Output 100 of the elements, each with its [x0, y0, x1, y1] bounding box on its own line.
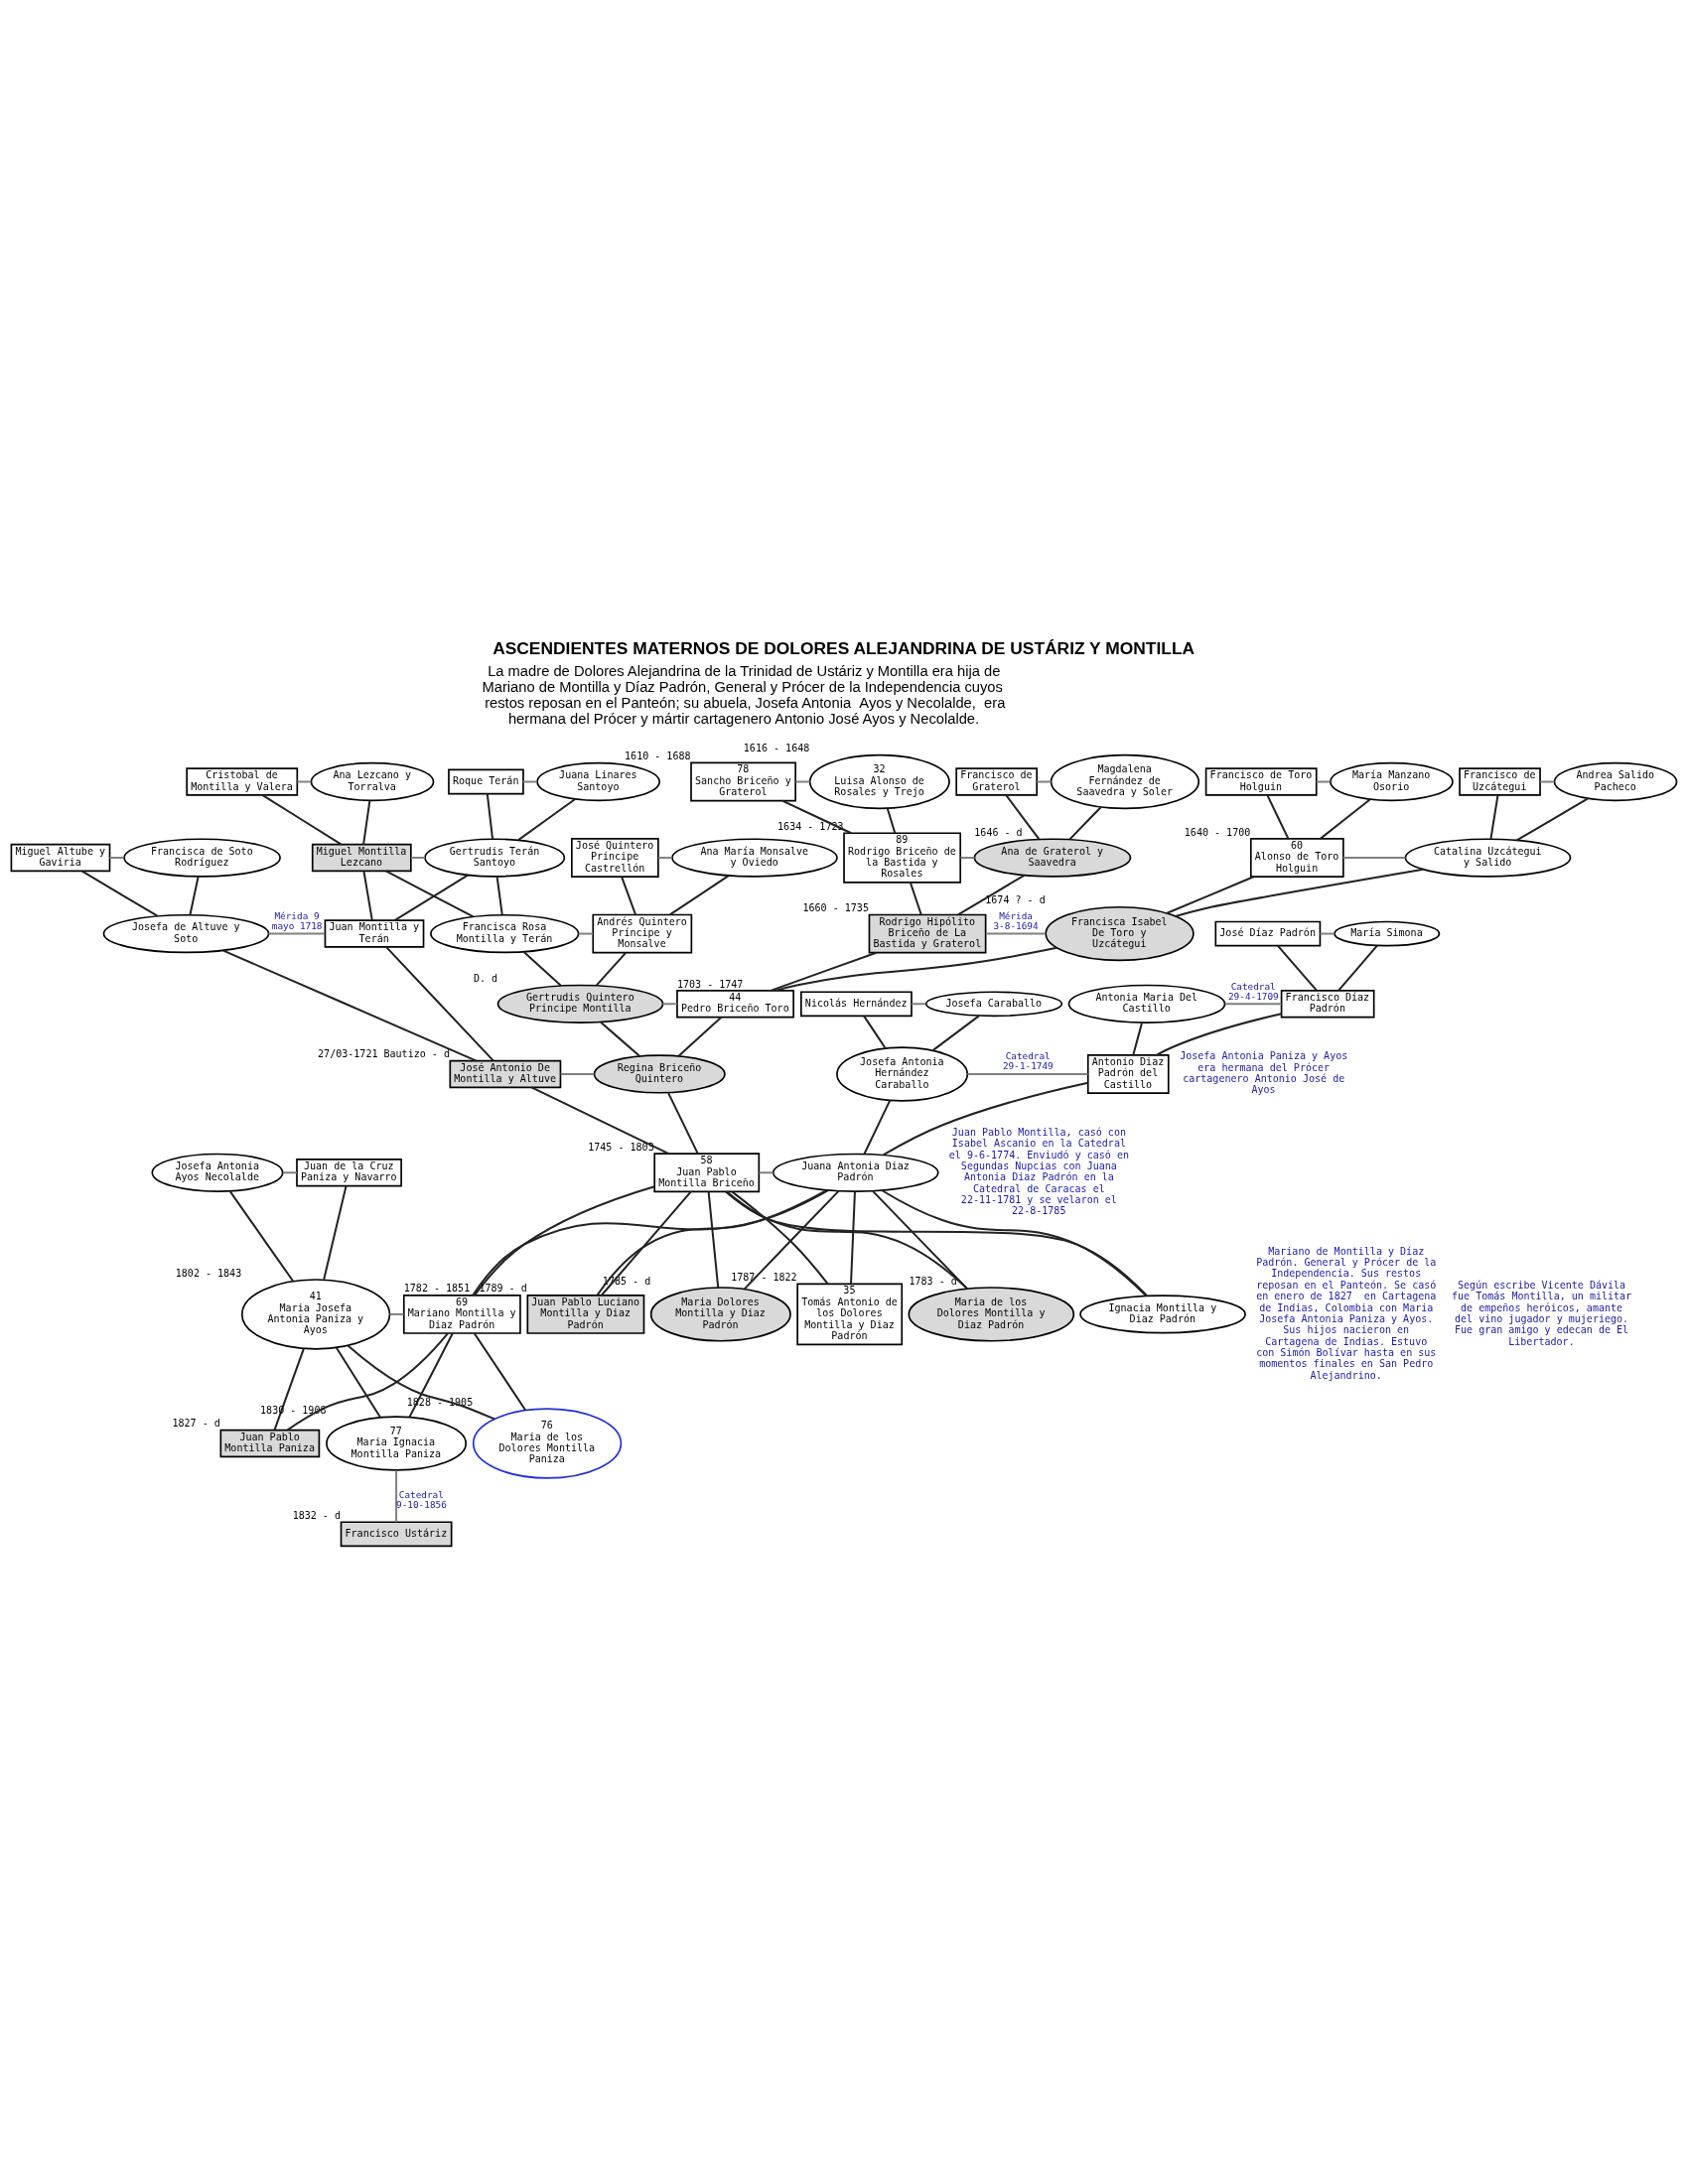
node-ellipse: Magdalena Fernández de Saavedra y Soler	[1050, 753, 1200, 810]
connector	[957, 874, 1025, 916]
connector	[601, 1190, 692, 1297]
connector	[1132, 1023, 1143, 1056]
connector	[595, 952, 627, 987]
connector	[393, 874, 469, 922]
node-box: Francisco de Graterol	[955, 767, 1039, 796]
connector	[600, 1022, 640, 1057]
node-label: 1789 - d	[479, 1283, 527, 1295]
connector	[744, 1190, 840, 1291]
connector	[1540, 780, 1555, 783]
connector	[1342, 857, 1406, 860]
connector	[410, 857, 426, 860]
connector	[560, 1072, 595, 1075]
connector	[886, 808, 897, 834]
node-label: 1616 - 1648	[743, 743, 810, 754]
connector	[770, 951, 877, 992]
connector	[523, 780, 537, 783]
connector	[850, 1191, 856, 1285]
node-box: 69 Mariano Montilla y Diaz Padrón	[402, 1294, 521, 1334]
node-box: 58 Juan Pablo Montilla Briceño	[653, 1153, 761, 1193]
node-box: Juan Pablo Luciano Montilla y Diaz Padrón	[526, 1294, 645, 1334]
connector	[474, 1185, 655, 1297]
connector	[1167, 876, 1254, 914]
node-label: 1640 - 1700	[1184, 826, 1251, 838]
label: Según escribe Vicente Dávila fue Tomás Montilla, un militar de empeños heróicos, amante del vino jugador y mujeriego. Fue gran amigo y edecan de El Libertador.	[1452, 1279, 1632, 1347]
node-ellipse: Juana Linares Santoyo	[536, 761, 660, 802]
node-label: 1782 - 1851	[403, 1283, 471, 1295]
connector	[621, 876, 636, 915]
node-ellipse: 76 Maria de los Dolores Montilla Paniza	[472, 1408, 623, 1479]
connector	[872, 1190, 968, 1290]
connector	[362, 800, 371, 845]
connector	[80, 870, 159, 917]
connector	[1224, 1003, 1282, 1006]
label: Josefa Antonia Paniza y Ayos era hermana del Prócer cartagenero Antonio José de Ayos	[1180, 1050, 1348, 1096]
node-label: 1802 - 1843	[175, 1267, 242, 1279]
node-label: 1745 - 1803	[588, 1141, 654, 1153]
node-box: Juan de la Cruz Paniza y Navarro	[296, 1159, 402, 1187]
node-ellipse: María Simona	[1334, 920, 1441, 947]
node-box: 60 Alonso de Toro Holguin	[1249, 838, 1344, 878]
connector	[578, 932, 594, 935]
node-box: Andrés Quintero Príncipe y Monsalve	[592, 913, 693, 954]
node-ellipse: Ana Lezcano y Torralva	[310, 761, 435, 802]
connector	[662, 1003, 677, 1006]
node-label: D. d	[473, 972, 498, 984]
node-label: 1703 - 1747	[676, 978, 744, 990]
node-ellipse: Ana de Graterol y Saavedra	[973, 838, 1132, 878]
connector	[228, 1190, 294, 1283]
connector	[731, 1190, 829, 1285]
connector	[385, 870, 475, 918]
connector	[759, 1171, 774, 1174]
node-label: 27/03-1721 Bautizo - d	[318, 1048, 450, 1060]
connector	[1156, 1013, 1282, 1056]
connector	[863, 1015, 887, 1049]
connector	[109, 857, 124, 860]
connector	[472, 1189, 829, 1297]
connector	[658, 857, 673, 860]
connector	[486, 793, 494, 840]
connector	[1005, 794, 1041, 840]
node-box: Cristobal de Montilla y Valera	[186, 767, 299, 796]
connector	[781, 799, 852, 835]
node-box: Francisco Ustáriz	[340, 1521, 453, 1548]
connector	[960, 857, 975, 860]
node-label: 1660 - 1735	[802, 902, 869, 914]
connector	[1068, 806, 1102, 841]
node-ellipse: Josefa Antonia Ayos Necolalde	[151, 1153, 284, 1192]
connector	[283, 1171, 297, 1174]
connector	[523, 951, 562, 987]
edge-label: Catedral 29-1-1749	[1002, 1050, 1054, 1072]
node-ellipse: Josefa Antonia Hernández Caraballo	[836, 1046, 969, 1102]
node-label: 1674 ? - d	[985, 894, 1046, 906]
connector	[385, 946, 494, 1062]
connector	[1316, 780, 1331, 783]
connector	[287, 1332, 449, 1432]
node-ellipse: Francisca Isabel De Toro y Uzcátegui	[1045, 905, 1195, 962]
node-box: Miguel Montilla Lezcano	[311, 843, 412, 873]
connector	[669, 875, 730, 916]
node-box: José Antonio De Montilla y Altuve	[449, 1059, 562, 1089]
connector	[530, 1086, 669, 1155]
connector	[347, 1344, 495, 1421]
connector	[1175, 868, 1424, 917]
edge-label: Catedral 29-4-1709	[1227, 980, 1279, 1002]
connector	[517, 798, 576, 841]
node-label: 1832 - d	[292, 1509, 341, 1521]
node-box: Roque Terán	[448, 768, 524, 795]
connector	[189, 876, 200, 915]
connector	[389, 1312, 404, 1315]
node-box: Francisco Díaz Padrón	[1280, 990, 1375, 1019]
node-box: José Díaz Padrón	[1214, 920, 1322, 947]
connector	[795, 780, 810, 783]
connector	[774, 946, 1057, 992]
connector	[222, 949, 478, 1062]
connector	[912, 1003, 926, 1006]
connector	[931, 1015, 980, 1051]
node-ellipse: Maria Dolores Montilla y Diaz Padrón	[649, 1287, 791, 1342]
node-ellipse: 41 Maria Josefa Antonia Paniza y Ayos	[240, 1279, 391, 1350]
connector	[268, 932, 326, 935]
node-label: 1646 - d	[974, 826, 1023, 838]
node-label: 1787 - 1822	[731, 1272, 797, 1284]
connector	[707, 1191, 720, 1288]
